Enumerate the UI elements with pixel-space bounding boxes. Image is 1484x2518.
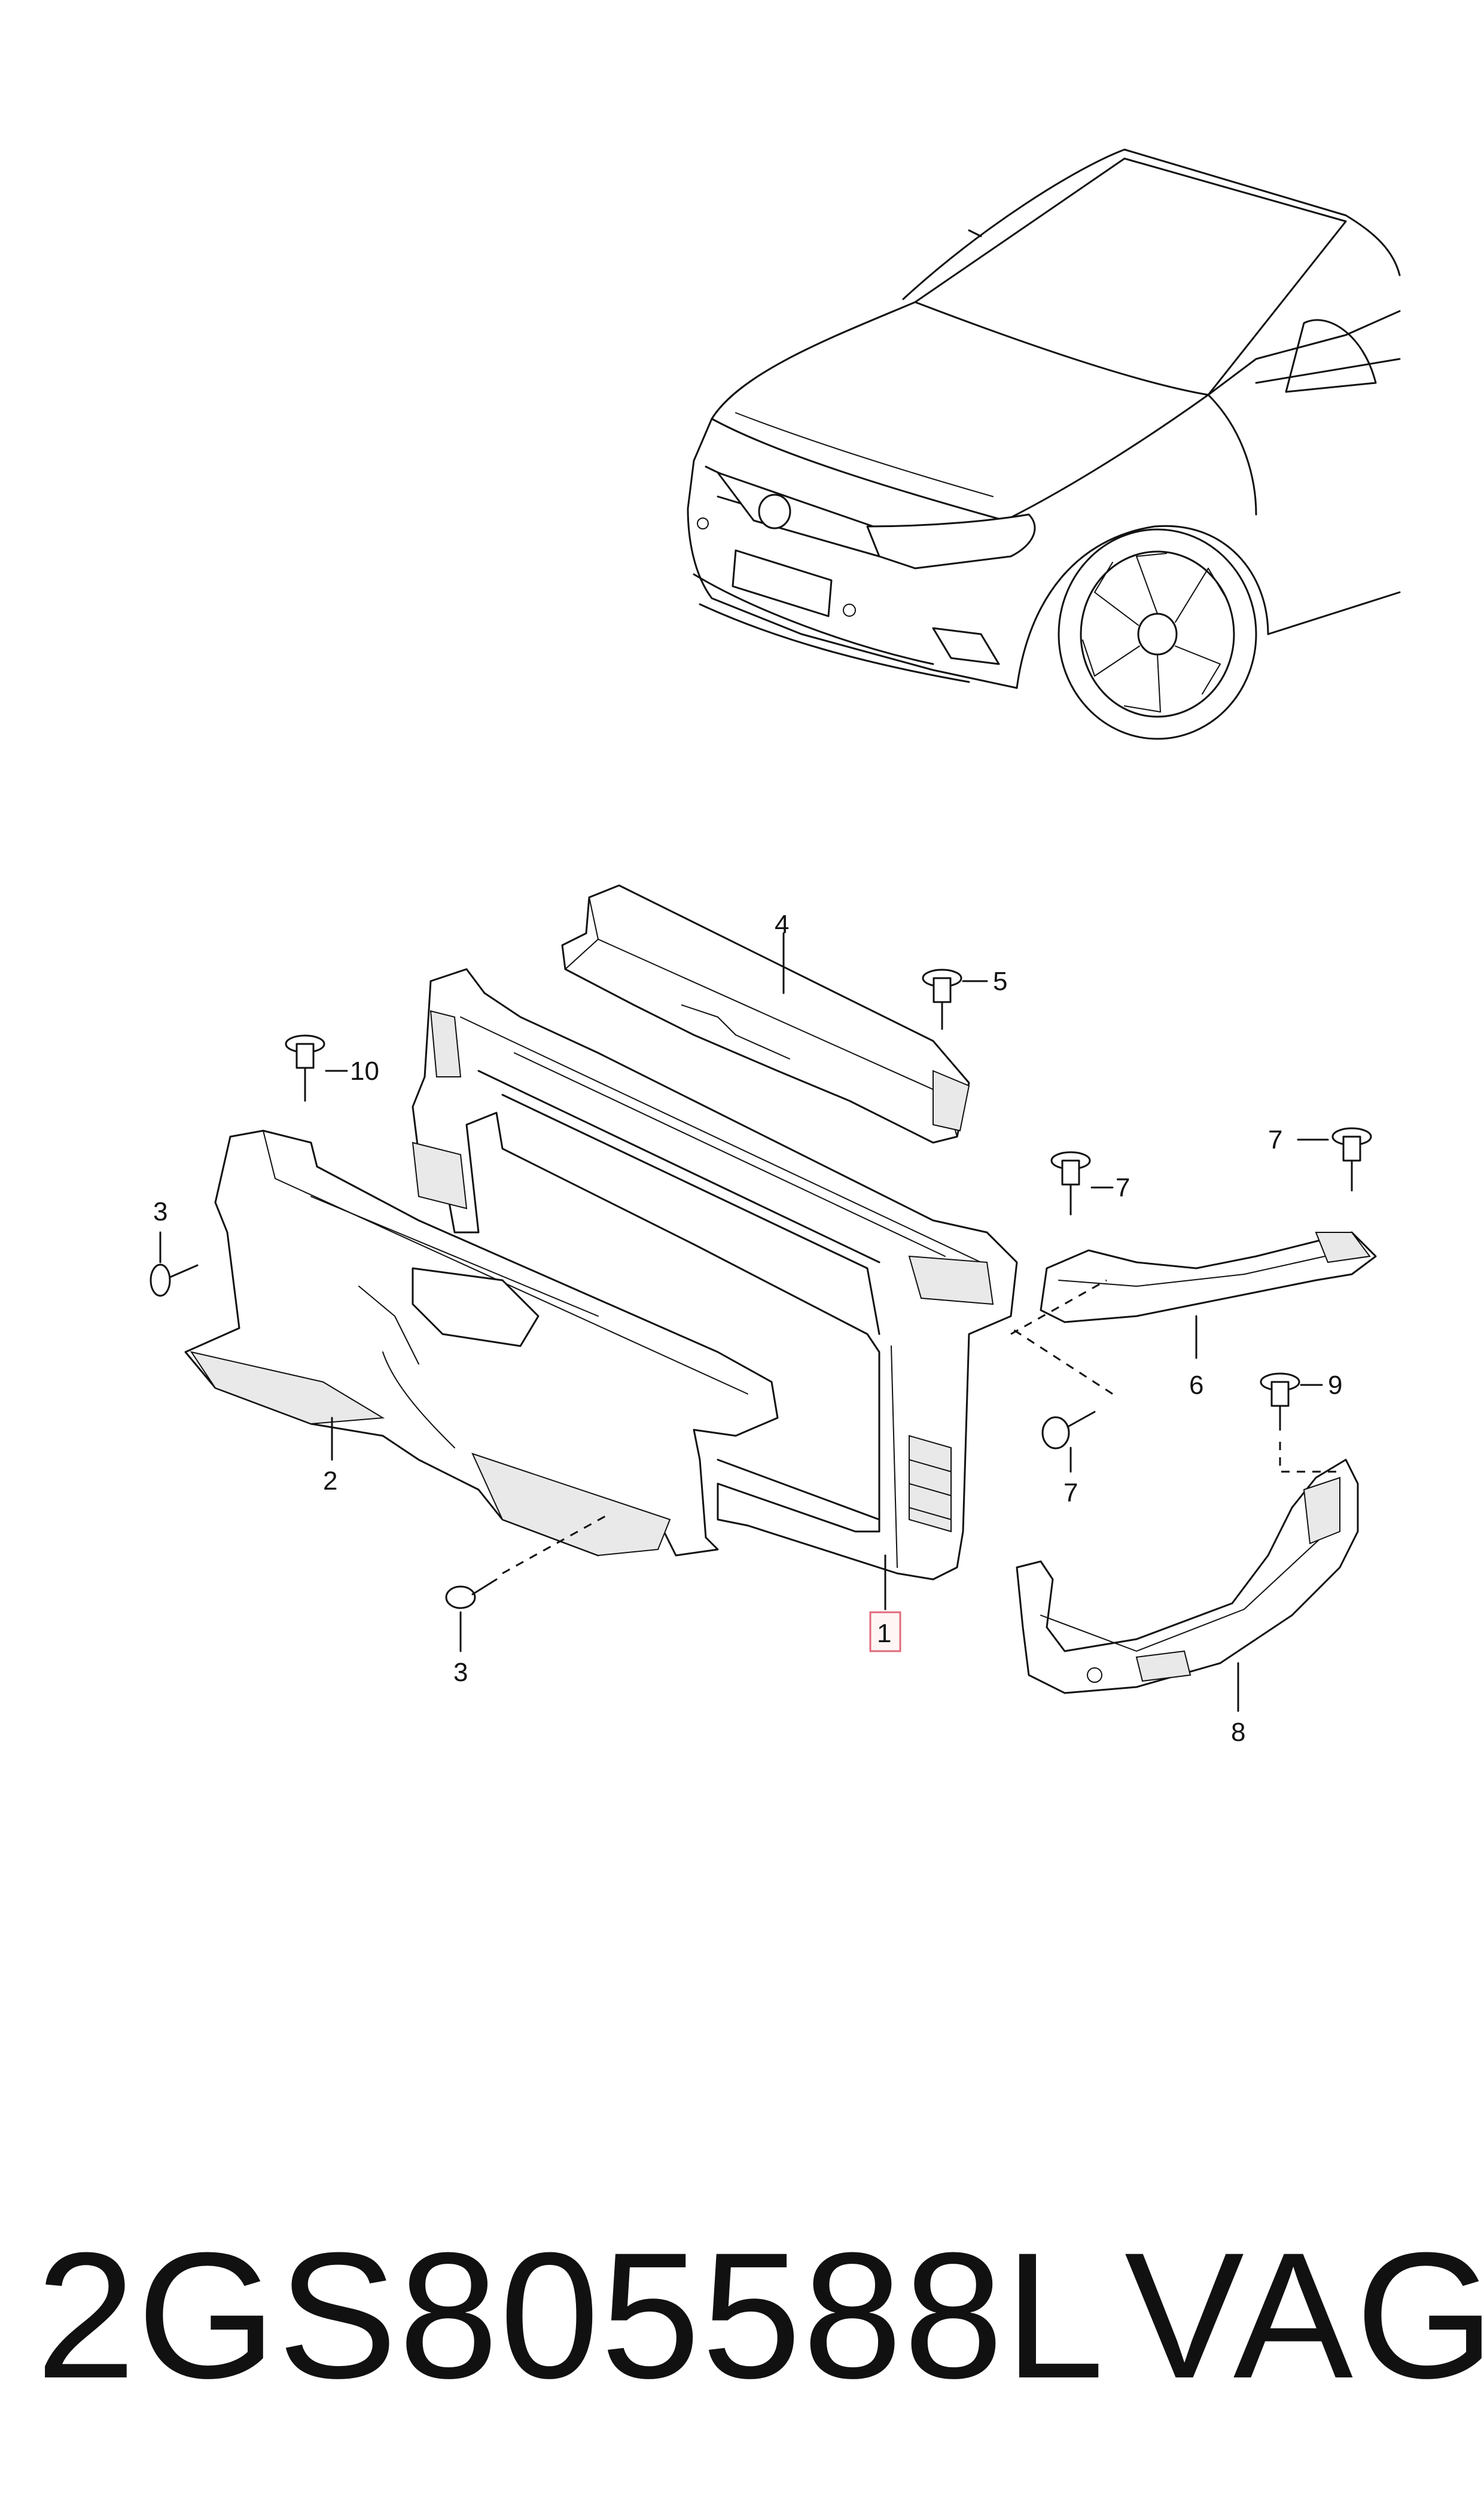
callout-4: 4 (775, 910, 789, 939)
callout-7-top-left: 7 (1116, 1173, 1130, 1202)
callout-6: 6 (1189, 1371, 1203, 1400)
part-2-air-guide (184, 1129, 779, 1557)
bolt-3-left (150, 1231, 199, 1297)
guide-line (1010, 1279, 1107, 1335)
bolt-7-top-left (1050, 1151, 1114, 1216)
callout-2: 2 (323, 1466, 337, 1496)
part-number: 2GS805588L (36, 2215, 1106, 2416)
bolt-7-top-right (1297, 1127, 1372, 1192)
part-8-lower-bracket (1016, 1459, 1359, 1712)
bolt-7-bottom (1010, 1327, 1113, 1473)
part-6-bracket (1040, 1231, 1377, 1359)
bolt-10 (285, 1034, 348, 1102)
callout-8: 8 (1231, 1718, 1245, 1747)
callout-9: 9 (1328, 1371, 1342, 1400)
callout-5: 5 (993, 967, 1007, 996)
callout-1: 1 (877, 1619, 891, 1648)
bolt-3-bottom (445, 1512, 611, 1652)
callout-7-top-right: 7 (1268, 1125, 1282, 1155)
callout-7-bottom: 7 (1064, 1478, 1078, 1508)
part-4-upper-cover (561, 884, 970, 1144)
callout-10: 10 (350, 1056, 379, 1086)
callout-3-bottom: 3 (453, 1658, 468, 1687)
footer: 2GS805588L VAG (0, 2208, 1484, 2423)
callout-1-highlight (869, 1611, 901, 1652)
bolt-9 (1260, 1372, 1340, 1473)
bolt-5 (922, 969, 988, 1030)
callout-3-left: 3 (153, 1197, 167, 1226)
vehicle-illustration (687, 148, 1401, 740)
brand-name: VAG (1125, 2215, 1484, 2416)
part-1-front-carrier (412, 968, 1018, 1610)
